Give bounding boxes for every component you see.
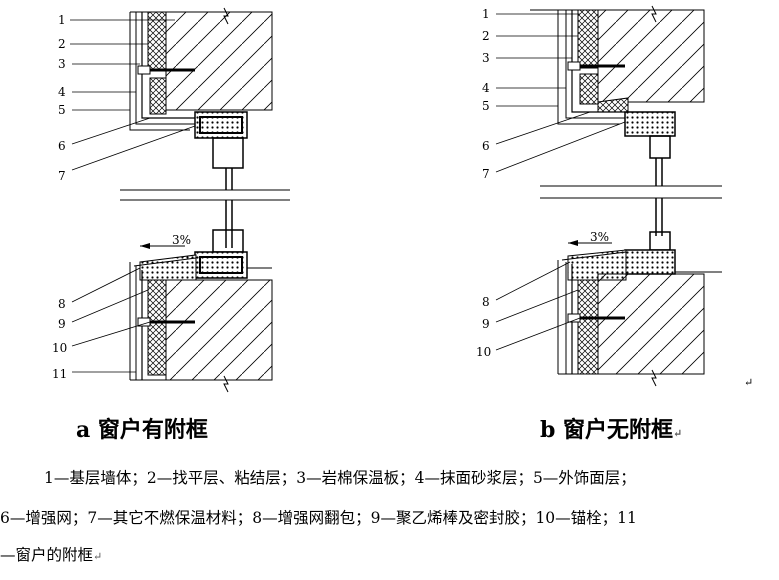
callout-10-a: 10: [52, 341, 67, 355]
rock-wool-bottom-a: [147, 279, 167, 376]
callout-7-b: 7: [482, 167, 490, 181]
callout-9-b: 9: [482, 317, 490, 331]
window-subframe-bottom-a: [194, 251, 248, 279]
base-wall-top-b: [597, 9, 705, 103]
callout-2-b: 2: [482, 29, 490, 43]
window-detail-drawing: 3% 1 2 3 4 5 6: [52, 5, 753, 393]
callout-4-b: 4: [482, 81, 490, 95]
paragraph-mark-caption: ↵: [673, 427, 683, 440]
callout-1-a: 1: [58, 13, 66, 27]
caption-b: b 窗户无附框↵: [540, 412, 682, 444]
caption-a: a 窗户有附框: [76, 417, 208, 443]
insulation-return-top-a: [149, 77, 167, 115]
paragraph-mark-drawing: ↵: [744, 376, 753, 389]
callouts-b: 1 2 3 4 5 6 7 8 9 10: [476, 7, 491, 359]
callout-9-a: 9: [58, 317, 66, 331]
window-subframe-top-a: [194, 111, 248, 139]
callout-11-a: 11: [52, 367, 67, 381]
window-frame-bottom-b: [624, 249, 676, 275]
rock-wool-top-b: [577, 9, 599, 69]
legend-line-2: 6—增强网；7—其它不燃保温材料；8—增强网翻包；9—聚乙烯棒及密封胶；10—锚…: [0, 509, 637, 527]
callout-4-a: 4: [58, 85, 66, 99]
slope-label-b: 3%: [590, 230, 609, 244]
callout-8-a: 8: [58, 297, 66, 311]
callout-5-b: 5: [482, 99, 490, 113]
callout-7-a: 7: [58, 169, 66, 183]
paragraph-mark-legend: ↵: [93, 550, 103, 563]
panel-b: 3% ↵ 1 2 3 4 5 6 7: [476, 5, 753, 389]
rock-wool-top-a: [147, 11, 167, 71]
caption-b-text: b 窗户无附框: [540, 417, 674, 443]
window-frame-profile-a: [212, 137, 244, 169]
callouts-a: 1 2 3 4 5 6 7 8 9 10 11: [52, 13, 67, 381]
base-wall-bottom-a: [165, 279, 273, 381]
callout-6-a: 6: [58, 139, 66, 153]
callout-2-a: 2: [58, 37, 66, 51]
callout-6-b: 6: [482, 139, 490, 153]
rock-wool-bottom-b: [577, 279, 599, 375]
slope-label-a: 3%: [172, 233, 191, 247]
base-wall-bottom-b: [597, 273, 705, 375]
callout-5-a: 5: [58, 103, 66, 117]
panel-a: 3% 1 2 3 4 5 6: [52, 7, 290, 393]
legend-line-3: —窗户的附框↵: [0, 543, 779, 565]
legend-line-1: 1—基层墙体；2—找平层、粘结层；3—岩棉保温板；4—抹面砂浆层；5—外饰面层；: [44, 469, 636, 487]
window-frame-top-b: [624, 111, 676, 137]
legend-line-3-text: —窗户的附框: [0, 546, 94, 564]
base-wall-top-a: [165, 11, 273, 111]
callout-10-b: 10: [476, 345, 491, 359]
callout-3-a: 3: [58, 57, 66, 71]
callout-3-b: 3: [482, 51, 490, 65]
callout-1-b: 1: [482, 7, 490, 21]
callout-8-b: 8: [482, 295, 490, 309]
